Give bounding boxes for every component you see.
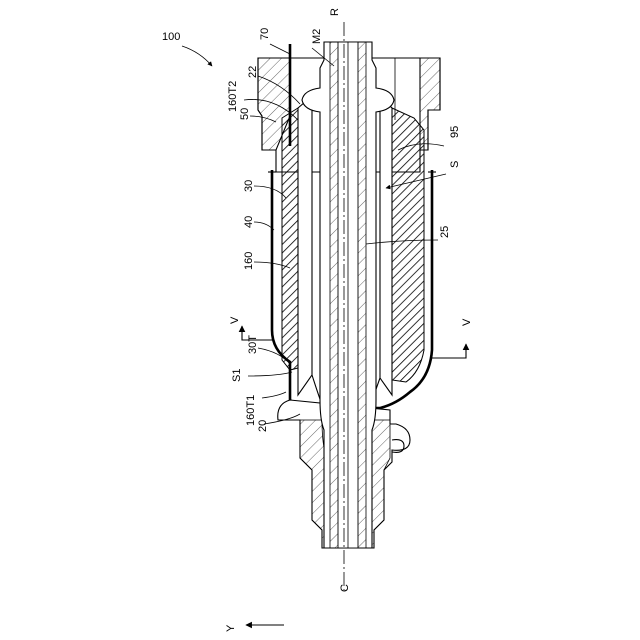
label-s: S [449, 161, 461, 168]
label-v-right: V [461, 318, 473, 326]
label-160: 160 [243, 252, 255, 270]
label-160t1: 160T1 [245, 395, 257, 426]
label-70: 70 [259, 28, 271, 40]
label-assembly-100: 100 [162, 31, 180, 43]
label-y-axis: Y [225, 624, 237, 632]
label-25: 25 [439, 226, 451, 238]
label-40: 40 [243, 216, 255, 228]
label-axis-c: C [339, 584, 351, 592]
label-m2: M2 [311, 29, 323, 44]
label-95: 95 [449, 126, 461, 138]
section-marker-right [432, 344, 466, 358]
label-20: 20 [257, 420, 269, 432]
label-160t2: 160T2 [227, 81, 239, 112]
label-v-left: V [229, 316, 241, 324]
label-axis-r: R [329, 8, 341, 16]
label-50: 50 [239, 108, 251, 120]
label-s1: S1 [231, 369, 243, 382]
label-30: 30 [243, 180, 255, 192]
label-30t: 30T [247, 335, 259, 354]
label-22: 22 [247, 66, 259, 78]
